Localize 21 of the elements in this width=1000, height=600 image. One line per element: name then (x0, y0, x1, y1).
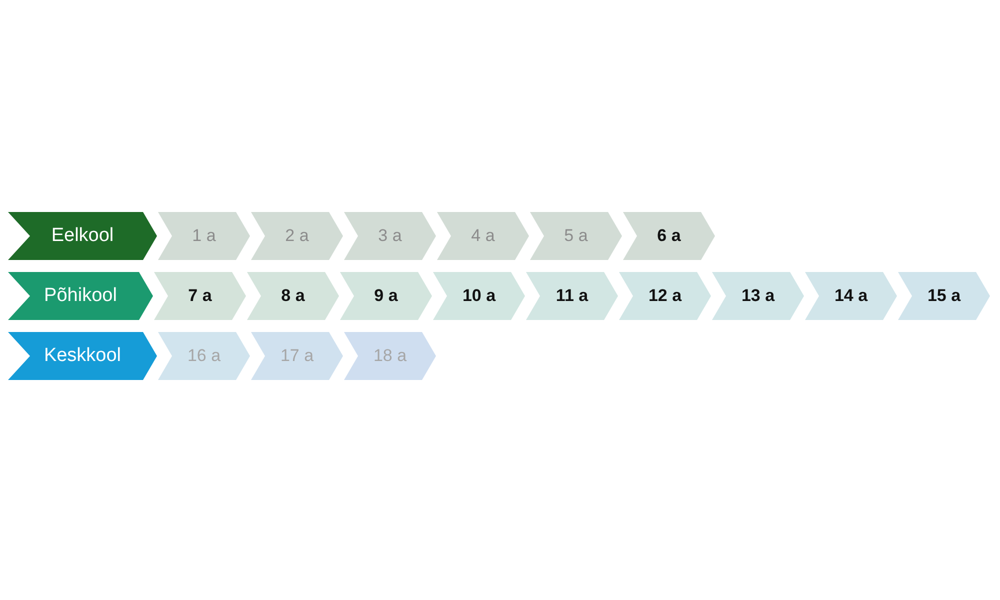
year-label: 12 a (648, 286, 682, 306)
year-label: 8 a (281, 286, 305, 306)
year-label: 6 a (657, 226, 681, 246)
year-label: 3 a (378, 226, 402, 246)
stage-label: Keskkool (44, 346, 122, 366)
year-label: 9 a (374, 286, 398, 306)
year-label: 14 a (834, 286, 868, 306)
year-label: 16 a (187, 346, 221, 366)
stage-label: Põhikool (44, 286, 117, 306)
year-label: 2 a (285, 226, 309, 246)
year-label: 18 a (373, 346, 407, 366)
year-label: 5 a (564, 226, 588, 246)
year-label: 7 a (188, 286, 212, 306)
year-label: 17 a (280, 346, 314, 366)
year-label: 10 a (462, 286, 496, 306)
year-label: 11 a (556, 286, 588, 306)
stage-label: Eelkool (51, 226, 114, 246)
year-label: 15 a (927, 286, 961, 306)
year-label: 13 a (741, 286, 775, 306)
year-label: 4 a (471, 226, 495, 246)
year-label: 1 a (192, 226, 216, 246)
